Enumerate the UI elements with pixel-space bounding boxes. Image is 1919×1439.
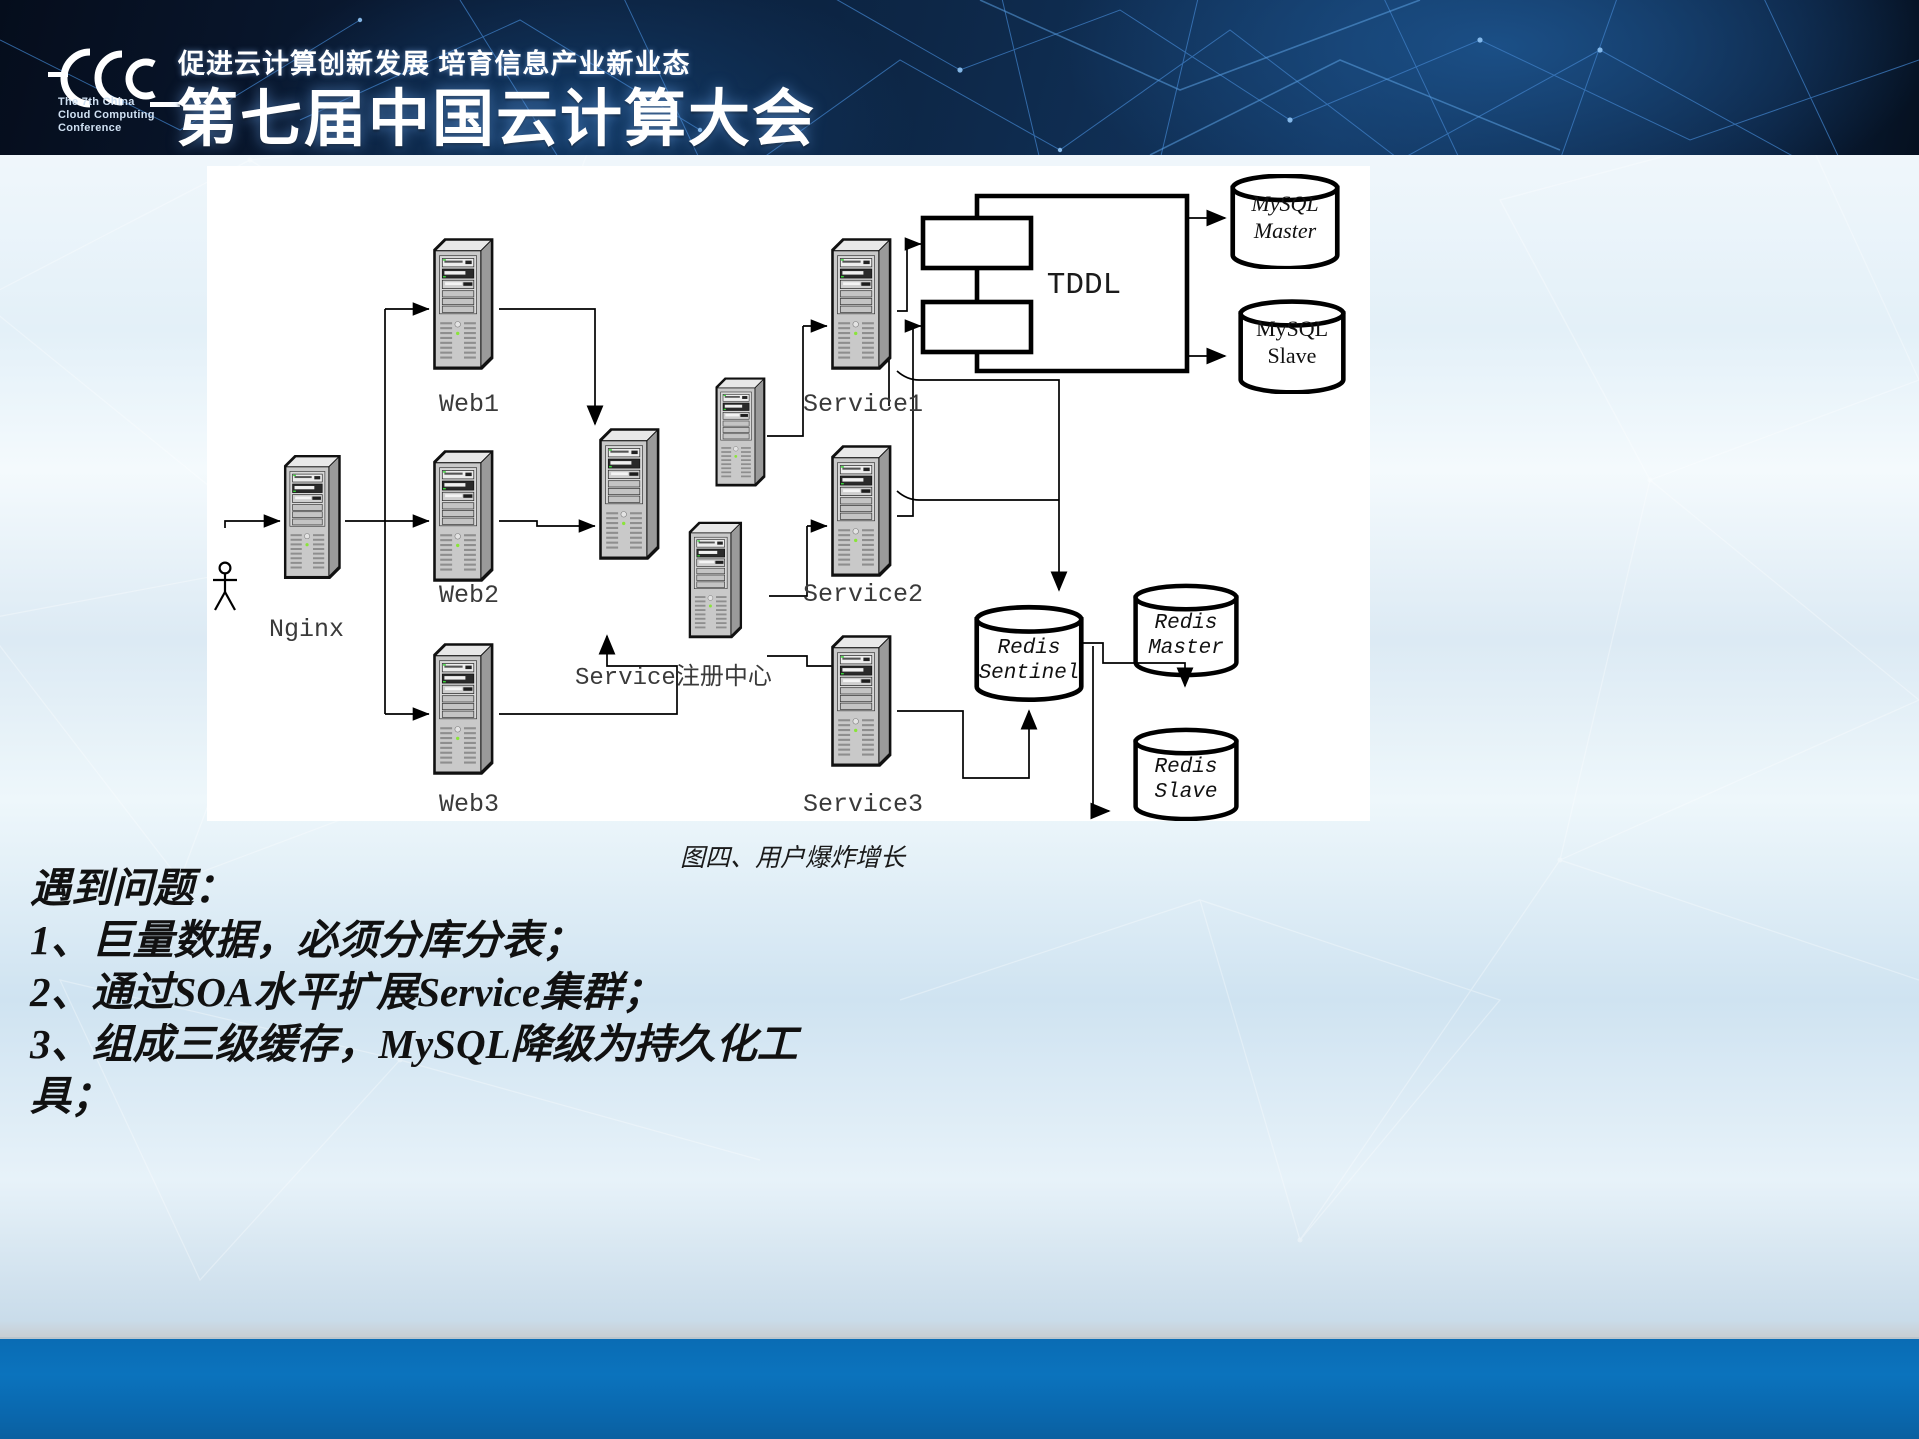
redis-sentinel-label-line1: Redis (997, 637, 1060, 660)
web1-label: Web1 (439, 390, 499, 419)
node-registry-peer-2 (688, 521, 743, 639)
service-registry-label: Service注册中心 (575, 663, 772, 692)
figure-caption: 图四、用户爆炸增长 (680, 845, 906, 872)
problem-heading: 遇到问题： (30, 865, 235, 911)
architecture-diagram-panel: TDDL (207, 166, 1370, 821)
architecture-diagram: TDDL (213, 166, 1370, 821)
node-service-registry (598, 427, 660, 561)
node-nginx (283, 454, 342, 580)
banner-network-texture (0, 0, 1919, 155)
logo-subtitle: The 7th China Cloud Computing Conference (58, 96, 155, 135)
node-web2 (432, 449, 494, 583)
service2-label: Service2 (803, 580, 923, 609)
problem-item-1: 1、巨量数据，必须分库分表； (30, 917, 584, 963)
logo-sub-line-2: Cloud Computing (58, 109, 155, 121)
problem-item-2: 2、通过SOA水平扩展Service集群； (30, 969, 664, 1015)
service1-label: Service1 (803, 390, 923, 419)
node-service1 (830, 237, 892, 371)
actor-user-icon (213, 561, 237, 611)
web3-label: Web3 (439, 790, 499, 819)
banner-subtitle: 促进云计算创新发展 培育信息产业新业态 (178, 49, 691, 79)
tddl-label: TDDL (1047, 268, 1121, 303)
redis-master-label-line2: Master (1148, 637, 1224, 660)
node-web3 (432, 642, 494, 776)
problem-item-3: 3、组成三级缓存，MySQL降级为持久化工 (30, 1021, 798, 1067)
service3-label: Service3 (803, 790, 923, 819)
node-service3 (830, 634, 892, 768)
redis-slave-label-line2: Slave (1154, 781, 1217, 804)
problem-item-3-cont: 具； (30, 1073, 112, 1119)
ccc-logo-icon (48, 48, 180, 108)
redis-slave-label-line1: Redis (1154, 756, 1217, 779)
problem-list: 遇到问题： 1、巨量数据，必须分库分表； 2、通过SOA水平扩展Service集… (30, 862, 1130, 1122)
footer-bar (0, 1337, 1919, 1439)
node-web1 (432, 237, 494, 371)
banner-title: 第七届中国云计算大会 (176, 85, 817, 154)
logo-sub-line-3: Conference (58, 122, 122, 134)
node-registry-peer-1 (715, 377, 766, 487)
logo-sub-line-1: The 7th China (58, 96, 135, 108)
web2-label: Web2 (439, 581, 499, 610)
node-service2 (830, 444, 892, 578)
redis-sentinel-label-line2: Sentinel (979, 662, 1080, 685)
mysql-slave-label-line2: Slave (1268, 343, 1317, 368)
nginx-label: Nginx (269, 615, 344, 644)
redis-master-label-line1: Redis (1154, 612, 1217, 635)
mysql-slave-label-line1: MySQL (1256, 316, 1328, 341)
mysql-master-label-line2: Master (1253, 218, 1317, 243)
conference-banner: The 7th China Cloud Computing Conference… (0, 0, 1919, 155)
mysql-master-label-line1: MySQL (1250, 191, 1318, 216)
